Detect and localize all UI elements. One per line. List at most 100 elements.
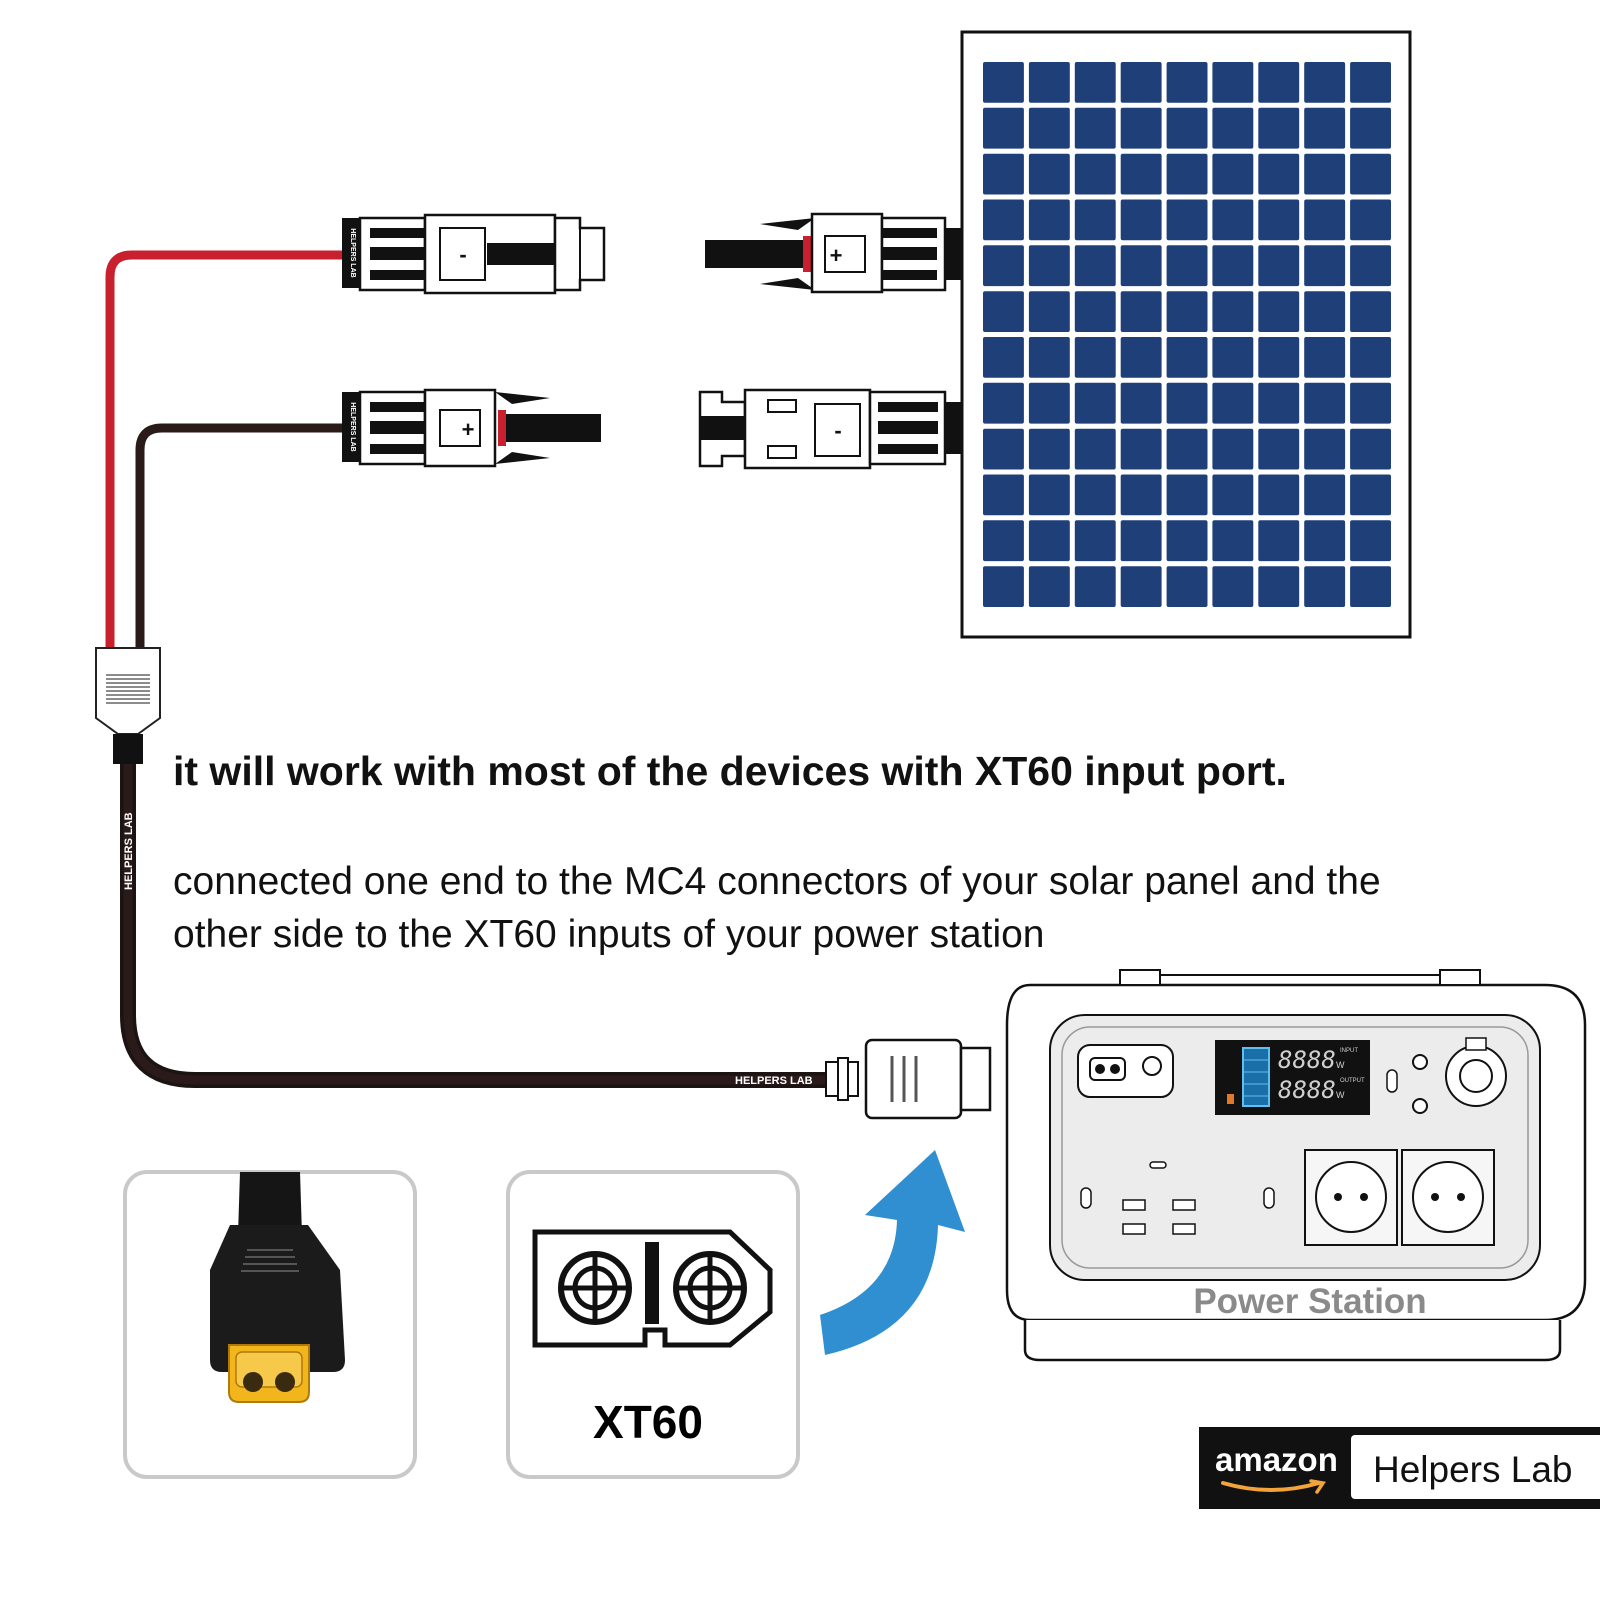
amazon-wordmark: amazon [1215, 1441, 1338, 1478]
power-station-icon: 8888 8888 W W INPUT OUTPUT [1005, 969, 1587, 1362]
solar-cell [1212, 428, 1254, 470]
solar-cell [1120, 337, 1162, 378]
solar-cell [1120, 153, 1162, 195]
solar-cell [983, 291, 1024, 332]
solar-cell [1028, 520, 1070, 562]
solar-panel-icon [960, 30, 1412, 639]
solar-cell [1258, 337, 1300, 378]
solar-cell [1166, 291, 1208, 332]
solar-cell [1258, 62, 1300, 103]
solar-cell [1212, 245, 1254, 287]
solar-cell [1304, 566, 1346, 607]
solar-cell [1028, 337, 1070, 378]
solar-cell [1120, 382, 1162, 424]
xt60-port-box [506, 1170, 800, 1479]
negative-symbol: - [834, 418, 841, 443]
solar-cell [1258, 382, 1300, 424]
solar-cell [1258, 199, 1300, 241]
solar-cell [1166, 245, 1208, 287]
solar-cell [1258, 291, 1300, 332]
y-splitter-cable: HELPERS LAB HELPERS LAB [95, 250, 830, 1088]
display-input-digits: 8888 [1278, 1046, 1336, 1074]
solar-cell [1350, 153, 1391, 195]
solar-cell [983, 428, 1024, 470]
solar-cell [1028, 245, 1070, 287]
description: connected one end to the MC4 connectors … [173, 855, 1553, 961]
solar-cell [1304, 474, 1346, 516]
solar-cell [1304, 337, 1346, 378]
solar-cell [1120, 428, 1162, 470]
solar-cell [1350, 428, 1391, 470]
solar-cell [983, 107, 1024, 149]
solar-cell [1212, 520, 1254, 562]
headline: it will work with most of the devices wi… [173, 748, 1287, 794]
solar-cell [1074, 337, 1116, 378]
solar-cell [1166, 199, 1208, 241]
solar-cell [1166, 153, 1208, 195]
solar-cell [1166, 566, 1208, 607]
solar-cell [1258, 153, 1300, 195]
solar-cell [1028, 107, 1070, 149]
description-line-2: other side to the XT60 inputs of your po… [173, 913, 1045, 956]
positive-symbol: + [462, 417, 475, 442]
solar-cell [1120, 107, 1162, 149]
solar-cell [1258, 245, 1300, 287]
solar-cell [983, 245, 1024, 287]
solar-cell [1350, 382, 1391, 424]
solar-cell [1304, 382, 1346, 424]
xt60-plug-icon [210, 1172, 345, 1403]
display-input-unit: W [1336, 1060, 1345, 1070]
solar-cell [1074, 428, 1116, 470]
svg-text:HELPERS LAB: HELPERS LAB [349, 228, 356, 277]
solar-cell [1028, 153, 1070, 195]
negative-symbol: - [459, 242, 466, 267]
solar-cell [1350, 520, 1391, 562]
xt60-label: XT60 [593, 1396, 703, 1448]
solar-cell [983, 382, 1024, 424]
solar-cell [983, 153, 1024, 195]
cable-brand-label-vertical: HELPERS LAB [123, 812, 135, 890]
solar-cell [1074, 291, 1116, 332]
mc4-connector-icon: + - [698, 212, 962, 470]
solar-cell [1304, 245, 1346, 287]
solar-cell [1212, 107, 1254, 149]
solar-cell [1350, 474, 1391, 516]
xt60-cable-plug-icon [825, 1038, 992, 1120]
display-input-label: INPUT [1340, 1048, 1358, 1054]
display-output-digits: 8888 [1278, 1076, 1336, 1104]
solar-cell [1120, 291, 1162, 332]
solar-cell [1028, 62, 1070, 103]
power-station-label: Power Station [1193, 1282, 1427, 1321]
solar-cell [1074, 62, 1116, 103]
brand-name-box: Helpers Lab [1351, 1435, 1600, 1499]
solar-cell [983, 520, 1024, 562]
solar-cell [1120, 566, 1162, 607]
solar-cell [1212, 382, 1254, 424]
solar-cell [1212, 337, 1254, 378]
solar-cell [1304, 107, 1346, 149]
solar-cell [1074, 245, 1116, 287]
mc4-connector-icon: HELPERS LAB - HELPERS LAB + [342, 213, 606, 468]
solar-cell [1028, 474, 1070, 516]
solar-cell [1166, 62, 1208, 103]
solar-cell [1350, 291, 1391, 332]
solar-cell [1074, 153, 1116, 195]
solar-cell [983, 337, 1024, 378]
solar-cell [1350, 107, 1391, 149]
solar-cell [1212, 291, 1254, 332]
solar-cell [1166, 382, 1208, 424]
solar-cell [1304, 428, 1346, 470]
solar-cell [1212, 199, 1254, 241]
solar-cell [1350, 199, 1391, 241]
solar-cell [1074, 107, 1116, 149]
description-line-1: connected one end to the MC4 connectors … [173, 860, 1381, 903]
solar-cell [1028, 291, 1070, 332]
solar-cell [1074, 520, 1116, 562]
solar-cell [1120, 62, 1162, 103]
solar-cell [983, 62, 1024, 103]
solar-cell [1350, 566, 1391, 607]
solar-cell [1120, 520, 1162, 562]
display-output-label: OUTPUT [1340, 1078, 1365, 1084]
cable-brand-label-horizontal: HELPERS LAB [735, 1075, 813, 1087]
